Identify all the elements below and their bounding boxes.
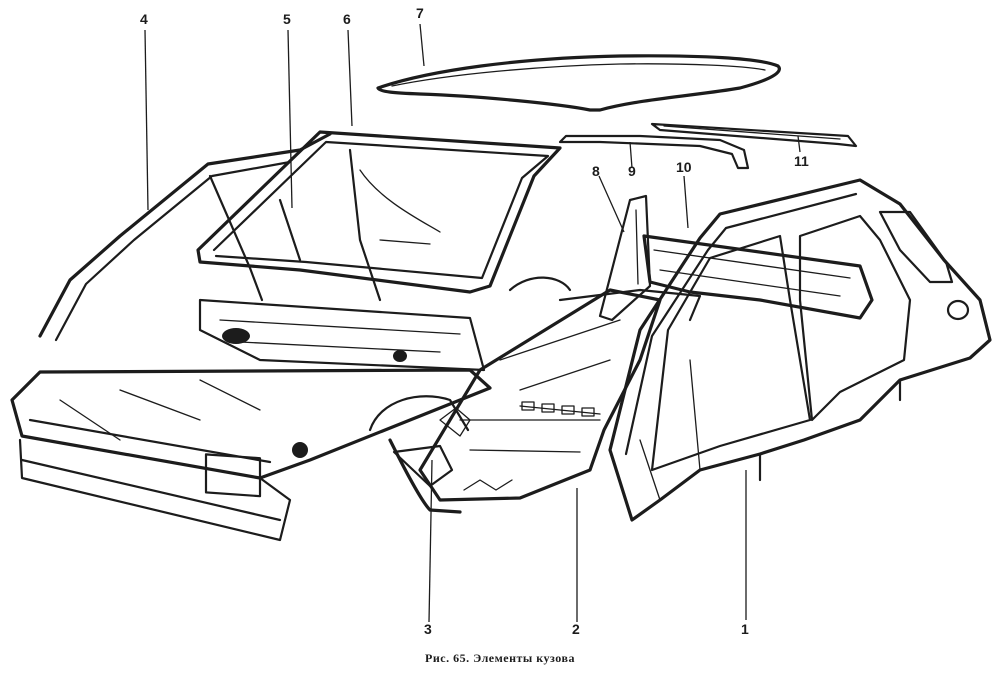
callout-11: 11 <box>794 153 809 169</box>
callout-6: 6 <box>343 11 351 27</box>
roof-panel <box>376 54 781 112</box>
callout-labels: 1 2 3 4 5 6 7 8 9 10 11 <box>140 5 809 637</box>
roof-rail-strip <box>650 122 858 148</box>
callout-1: 1 <box>741 621 749 637</box>
callout-10: 10 <box>676 159 692 175</box>
callout-2: 2 <box>572 621 580 637</box>
figure-caption: Рис. 65. Элементы кузова <box>425 651 575 665</box>
callout-8: 8 <box>592 163 600 179</box>
callout-4: 4 <box>140 11 148 27</box>
rear-inner-panel <box>598 194 874 322</box>
callout-7: 7 <box>416 5 424 21</box>
callout-9: 9 <box>628 163 636 179</box>
callout-3: 3 <box>424 621 432 637</box>
callout-5: 5 <box>283 11 291 27</box>
rear-roof-crossmember <box>558 134 750 170</box>
callout-leaders <box>144 23 801 623</box>
body-shell <box>10 130 702 542</box>
side-panel <box>608 178 992 522</box>
